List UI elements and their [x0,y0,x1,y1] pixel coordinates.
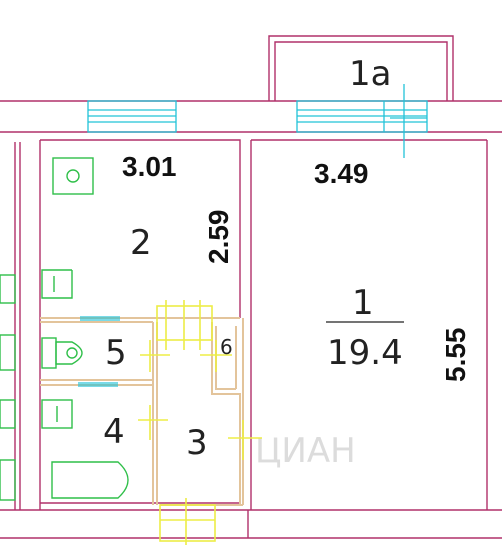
watermark: ЦИАН [255,431,356,471]
dimension-room-width: 3.49 [314,158,369,189]
doors [138,300,262,545]
sink-icon [41,269,73,299]
fixtures [0,157,129,501]
bathtub-icon [51,461,129,499]
washbasin-icon [41,399,73,429]
outer-walls [0,35,502,539]
room-label-closet: 6 [220,335,233,359]
dimension-kitchen-depth: 2.59 [203,210,234,265]
windows [78,84,428,387]
room-label-toilet: 5 [105,333,127,373]
stove-icon [52,157,94,195]
room-label-1-number: 1 [352,283,374,323]
dimension-kitchen-width: 3.01 [122,151,177,182]
room-label-bathroom: 4 [103,412,125,452]
room-label-hall: 3 [186,423,208,463]
dimension-room-depth: 5.55 [440,328,471,383]
room-label-kitchen: 2 [130,223,152,263]
room-label-1-area: 19.4 [327,333,403,373]
partitions [40,317,244,506]
room-label-balcony: 1а [349,54,391,94]
toilet-icon [55,341,83,365]
